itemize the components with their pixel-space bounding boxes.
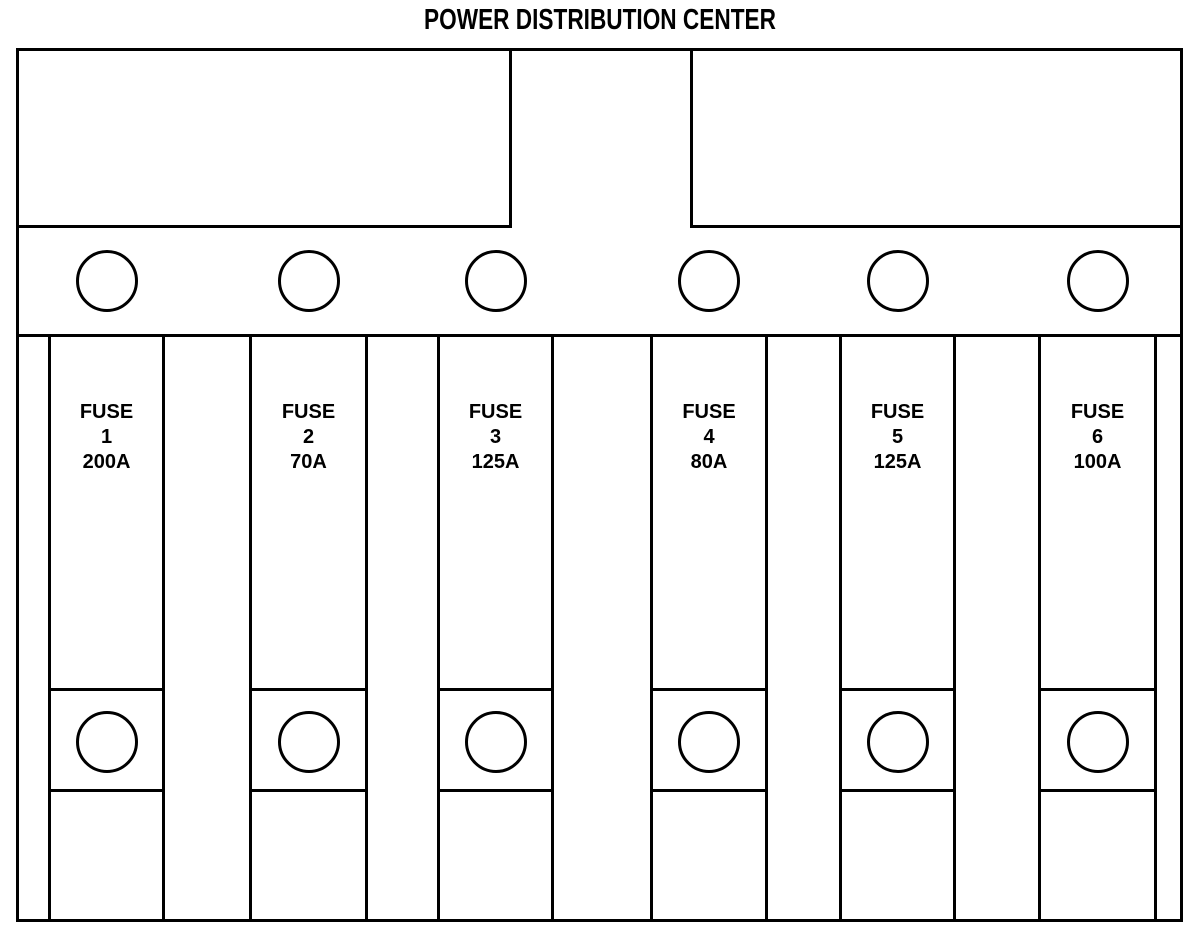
fuse-column-group-2: FUSE 2 70A <box>249 0 368 935</box>
fuse-column-group-1: FUSE 1 200A <box>48 0 165 935</box>
fuse-terminal-box <box>48 688 165 792</box>
fuse-label: FUSE 3 125A <box>437 400 554 475</box>
fuse-label: FUSE 2 70A <box>249 400 368 475</box>
fuse-terminal-box <box>839 688 956 792</box>
fuse-column-group-6: FUSE 6 100A <box>1038 0 1157 935</box>
fuse-label-name: FUSE <box>870 401 925 423</box>
fuse-terminal-box <box>650 688 768 792</box>
bus-terminal-circle <box>75 250 138 312</box>
fuse-label-number: 3 <box>489 426 502 448</box>
fuse-terminal-circle <box>75 711 138 773</box>
fuse-label: FUSE 5 125A <box>839 400 956 475</box>
fuse-label-number: 4 <box>703 426 715 448</box>
bus-terminal-circle <box>464 250 527 312</box>
fuse-label-number: 5 <box>891 426 904 448</box>
fuse-column-group-4: FUSE 4 80A <box>650 0 768 935</box>
bus-terminal-circle <box>277 250 340 312</box>
bus-terminal-circle <box>678 250 740 312</box>
fuse-terminal-circle <box>277 711 340 773</box>
top-module-left <box>16 48 512 228</box>
fuse-label-name: FUSE <box>281 401 336 423</box>
fuse-label-name: FUSE <box>468 401 523 423</box>
bus-terminal-circle <box>866 250 929 312</box>
fuse-terminal-circle <box>678 711 740 773</box>
fuse-label-rating: 125A <box>471 451 520 473</box>
fuse-label-rating: 125A <box>873 451 922 473</box>
fuse-label-rating: 80A <box>690 451 728 473</box>
fuse-label-number: 2 <box>302 426 315 448</box>
fuse-label-rating: 200A <box>82 451 131 473</box>
fuse-label: FUSE 6 100A <box>1038 400 1157 475</box>
fuse-column-outline <box>1038 334 1157 922</box>
fuse-label-number: 1 <box>100 426 113 448</box>
bus-bar-divider-line <box>16 334 1183 337</box>
fuse-terminal-box <box>437 688 554 792</box>
fuse-column-outline <box>249 334 368 922</box>
fuse-label-name: FUSE <box>682 401 736 423</box>
fuse-column-outline <box>839 334 956 922</box>
fuse-terminal-circle <box>464 711 527 773</box>
bus-terminal-circle <box>1066 250 1129 312</box>
fuse-terminal-box <box>1038 688 1157 792</box>
fuse-column-outline <box>650 334 768 922</box>
fuse-label-number: 6 <box>1091 426 1104 448</box>
fuse-column-group-5: FUSE 5 125A <box>839 0 956 935</box>
fuse-label-name: FUSE <box>1070 401 1125 423</box>
diagram-title: POWER DISTRIBUTION CENTER <box>424 4 776 36</box>
fuse-label: FUSE 4 80A <box>650 400 768 475</box>
fuse-label-rating: 100A <box>1073 451 1122 473</box>
top-module-right <box>690 48 1183 228</box>
fuse-label-rating: 70A <box>290 451 327 473</box>
fuse-column-group-3: FUSE 3 125A <box>437 0 554 935</box>
fuse-label: FUSE 1 200A <box>48 400 165 475</box>
fuse-terminal-circle <box>1066 711 1129 773</box>
fuse-column-outline <box>437 334 554 922</box>
fuse-label-name: FUSE <box>79 401 134 423</box>
fuse-terminal-circle <box>866 711 929 773</box>
fuse-terminal-box <box>249 688 368 792</box>
pdc-enclosure-outline <box>16 48 1183 922</box>
fuse-column-outline <box>48 334 165 922</box>
